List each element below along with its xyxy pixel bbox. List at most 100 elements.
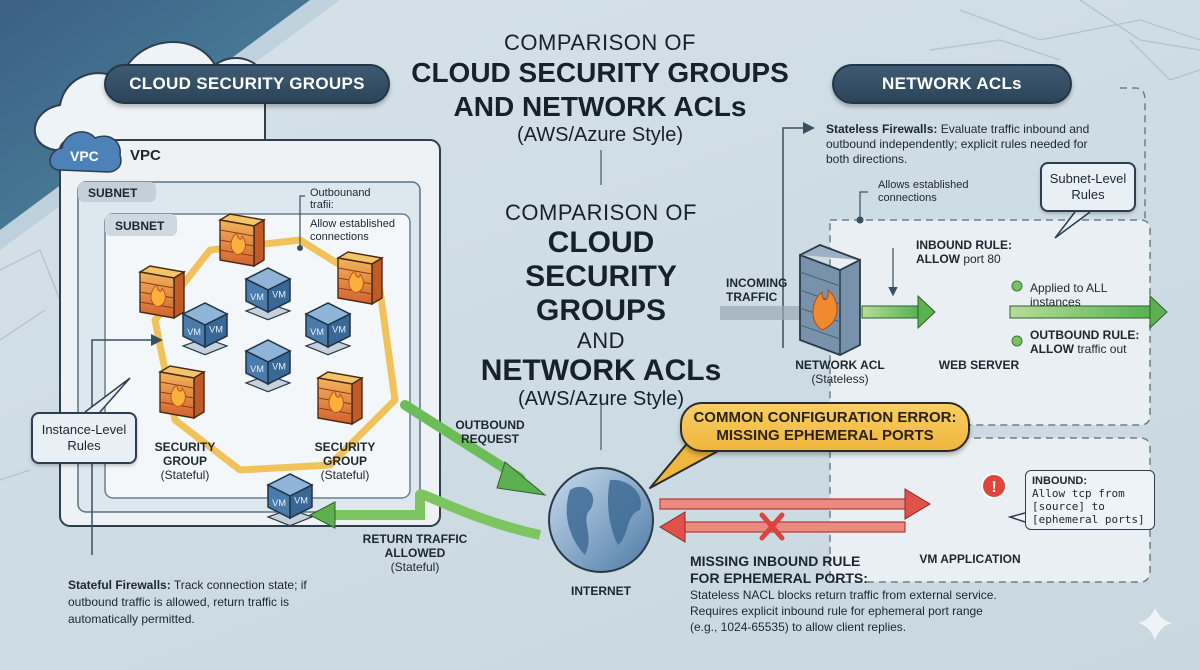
security-group-firewall-icon — [336, 251, 384, 306]
missing-title1: MISSING INBOUND RULE — [690, 553, 861, 569]
stateless-text: Evaluate traffic inbound and outbound in… — [826, 122, 1090, 166]
error-line1: COMMON CONFIGURATION ERROR: — [693, 409, 957, 426]
center-title: COMPARISON OF CLOUD SECURITY GROUPS AND … — [470, 200, 732, 411]
configuration-error-bubble: COMMON CONFIGURATION ERROR: MISSING EPHE… — [680, 402, 970, 452]
outbound-rule-detail: ALLOW traffic out — [1030, 342, 1160, 356]
blocked-return-arrow — [679, 521, 906, 533]
vm-instance-icon: VM VM — [244, 339, 292, 393]
vm-text: VM — [187, 327, 201, 337]
stateful-bold: Stateful Firewalls: — [68, 578, 171, 592]
center-title-line2: GROUPS — [535, 294, 667, 327]
return-traffic-label: RETURN TRAFFIC ALLOWED (Stateful) — [360, 532, 470, 574]
title-prefix: COMPARISON OF — [504, 30, 696, 55]
web-server-label: WEB SERVER — [938, 358, 1020, 372]
sg-left-state: (Stateful) — [160, 468, 210, 482]
outbound-rule-title: OUTBOUND RULE: — [1030, 328, 1140, 342]
outbound-rule-text: traffic out — [1074, 342, 1127, 356]
outbound-note: Outbounand trafii: — [310, 187, 371, 211]
vm-text: VM — [209, 325, 223, 335]
outbound-rule-allow: ALLOW — [1030, 342, 1074, 356]
return-traffic-arrow — [330, 489, 542, 540]
center-title-line1: CLOUD SECURITY — [525, 226, 677, 293]
return-traffic-state: (Stateful) — [390, 560, 440, 574]
nacl-state: (Stateless) — [811, 372, 869, 386]
center-title-subtitle: (AWS/Azure Style) — [518, 388, 684, 410]
internet-label: INTERNET — [571, 584, 631, 598]
vm-text: VM — [250, 364, 264, 374]
vm-text: VM — [310, 327, 324, 337]
vm-instance-icon: VM VM — [181, 302, 229, 356]
inbound-code-line3: [ephemeral ports] — [1032, 513, 1145, 526]
missing-desc2: Requires explicit inbound rule for ephem… — [690, 604, 983, 618]
nacl-title: NETWORK ACL — [795, 358, 885, 372]
missing-title2: FOR EPHEMERAL PORTS: — [690, 570, 868, 586]
applied-dot-icon — [1011, 280, 1023, 292]
center-title-prefix: COMPARISON OF — [505, 200, 697, 225]
security-group-left-label: SECURITY GROUP (Stateful) — [145, 440, 225, 482]
inbound-code-title: INBOUND: — [1032, 475, 1087, 487]
security-group-firewall-icon — [316, 371, 364, 426]
svg-text:!: ! — [991, 479, 996, 496]
stateful-text: Track connection state; if outbound traf… — [68, 578, 307, 626]
blocked-x-icon — [759, 512, 785, 541]
missing-desc1: Stateless NACL blocks return traffic fro… — [690, 588, 997, 602]
return-traffic-title: RETURN TRAFFIC ALLOWED — [362, 532, 468, 560]
security-group-firewall-icon — [138, 265, 186, 320]
subnet-outer-label: SUBNET — [88, 186, 138, 200]
error-line2: MISSING EPHEMERAL PORTS — [716, 427, 934, 444]
incoming-traffic-label: INCOMING TRAFFIC — [726, 276, 788, 304]
inbound-code-callout: INBOUND: Allow tcp from [source] to [eph… — [1025, 470, 1155, 530]
allow-established-note: Allow established connections — [310, 218, 395, 243]
vm-text: VM — [294, 496, 308, 506]
security-group-firewall-icon — [218, 213, 266, 268]
top-title: COMPARISON OF CLOUD SECURITY GROUPS AND … — [400, 30, 800, 147]
security-group-right-label: SECURITY GROUP (Stateful) — [305, 440, 385, 482]
inbound-rule-port: port 80 — [960, 252, 1001, 266]
vm-application-label: VM APPLICATION — [919, 552, 1021, 566]
stateless-bold: Stateless Firewalls: — [826, 122, 938, 136]
error-badge-icon — [981, 473, 1007, 499]
subnet-inner-label: SUBNET — [115, 219, 165, 233]
stateless-description: Stateless Firewalls: Evaluate traffic in… — [826, 122, 1106, 167]
internet-globe-icon — [548, 467, 654, 573]
inbound-rule-label: INBOUND RULE: ALLOW port 80 — [916, 238, 1026, 266]
outbound-request-label: OUTBOUND REQUEST — [455, 418, 525, 446]
inbound-rule-detail: ALLOW port 80 — [916, 252, 1026, 266]
nacl-region-top — [829, 219, 1151, 426]
security-group-ring — [151, 236, 399, 474]
security-group-firewall-icon — [158, 365, 206, 420]
outbound-rule-label: OUTBOUND RULE: ALLOW traffic out — [1030, 328, 1160, 356]
nacl-label: NETWORK ACL (Stateless) — [790, 358, 890, 386]
vm-text: VM — [272, 362, 286, 372]
missing-inbound-section: MISSING INBOUND RULE FOR EPHEMERAL PORTS… — [690, 553, 1110, 635]
inbound-code-line1: Allow tcp from — [1032, 487, 1125, 500]
outbound-dot-icon — [1011, 335, 1023, 347]
applied-to-label: Applied to ALL instances — [1030, 281, 1107, 309]
sg-left-title: SECURITY GROUP — [154, 440, 216, 468]
vm-text: VM — [272, 290, 286, 300]
network-acls-heading: NETWORK ACLs — [832, 64, 1072, 104]
vm-instance-icon: VM VM — [244, 267, 292, 321]
inbound-rule-title: INBOUND RULE: — [916, 238, 1012, 252]
vm-instance-icon: VM VM — [266, 473, 314, 527]
allows-established-label: Allows established connections — [878, 179, 969, 204]
vm-text: VM — [250, 292, 264, 302]
outbound-request-arrow — [400, 400, 525, 483]
security-groups-heading: CLOUD SECURITY GROUPS — [104, 64, 390, 104]
missing-desc3: (e.g., 1024-65535) to allow client repli… — [690, 620, 907, 634]
vpc-badge-label: VPC — [70, 148, 99, 164]
sg-right-title: SECURITY GROUP — [314, 440, 376, 468]
inbound-rule-allow: ALLOW — [916, 252, 960, 266]
outgoing-red-arrow — [659, 498, 911, 510]
title-subtitle: (AWS/Azure Style) — [517, 124, 683, 146]
vm-text: VM — [272, 498, 286, 508]
vpc-cloud-badge — [49, 131, 122, 173]
title-line2: AND NETWORK ACLs — [453, 91, 747, 122]
incoming-traffic-band — [720, 306, 810, 320]
sg-right-state: (Stateful) — [320, 468, 370, 482]
center-title-line3: NETWORK ACLs — [480, 354, 722, 387]
subnet-level-callout: Subnet-Level Rules — [1040, 162, 1136, 212]
sparkle-icon — [1138, 608, 1172, 640]
